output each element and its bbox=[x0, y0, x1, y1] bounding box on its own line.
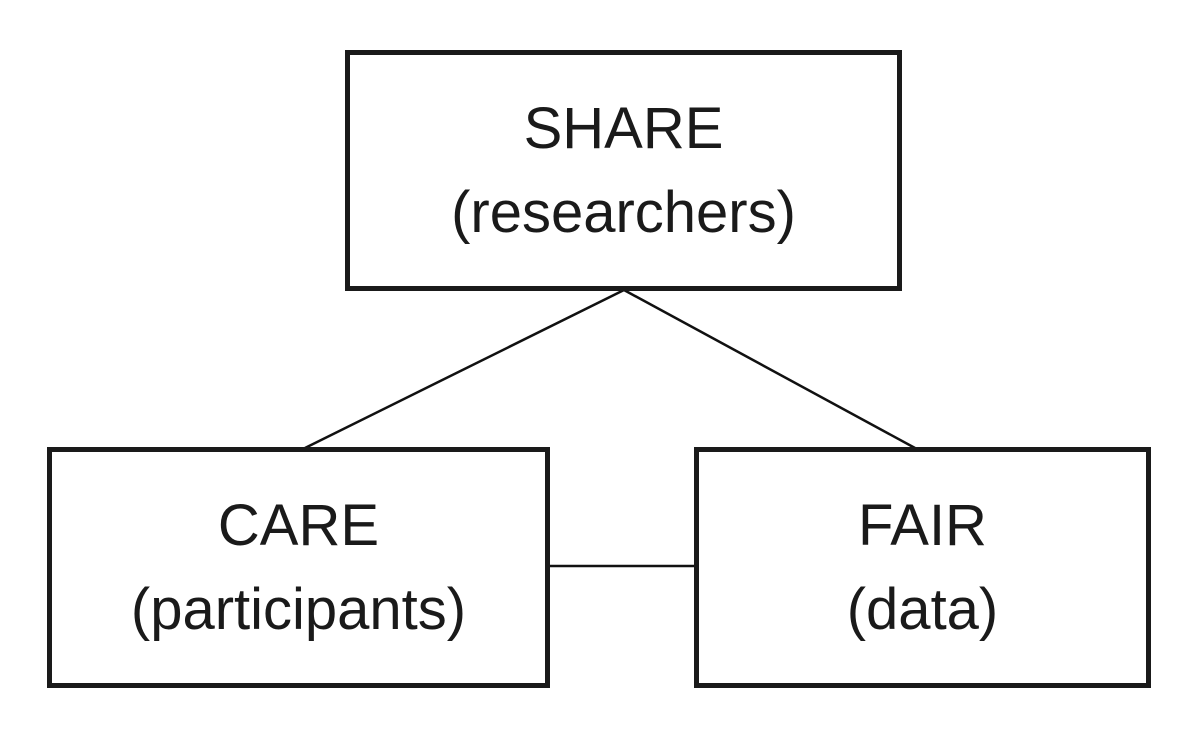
fair-node-subtitle: (data) bbox=[846, 576, 999, 642]
fair-node-title: FAIR bbox=[858, 492, 987, 558]
share-node: SHARE (researchers) bbox=[345, 50, 902, 291]
edge-share-care bbox=[304, 288, 625, 450]
care-node-title: CARE bbox=[217, 492, 380, 558]
care-node-subtitle: (participants) bbox=[130, 576, 467, 642]
care-node: CARE (participants) bbox=[47, 447, 550, 688]
fair-node: FAIR (data) bbox=[694, 447, 1151, 688]
share-node-subtitle: (researchers) bbox=[451, 179, 796, 245]
edge-share-fair bbox=[623, 288, 916, 450]
share-node-title: SHARE bbox=[523, 95, 724, 161]
